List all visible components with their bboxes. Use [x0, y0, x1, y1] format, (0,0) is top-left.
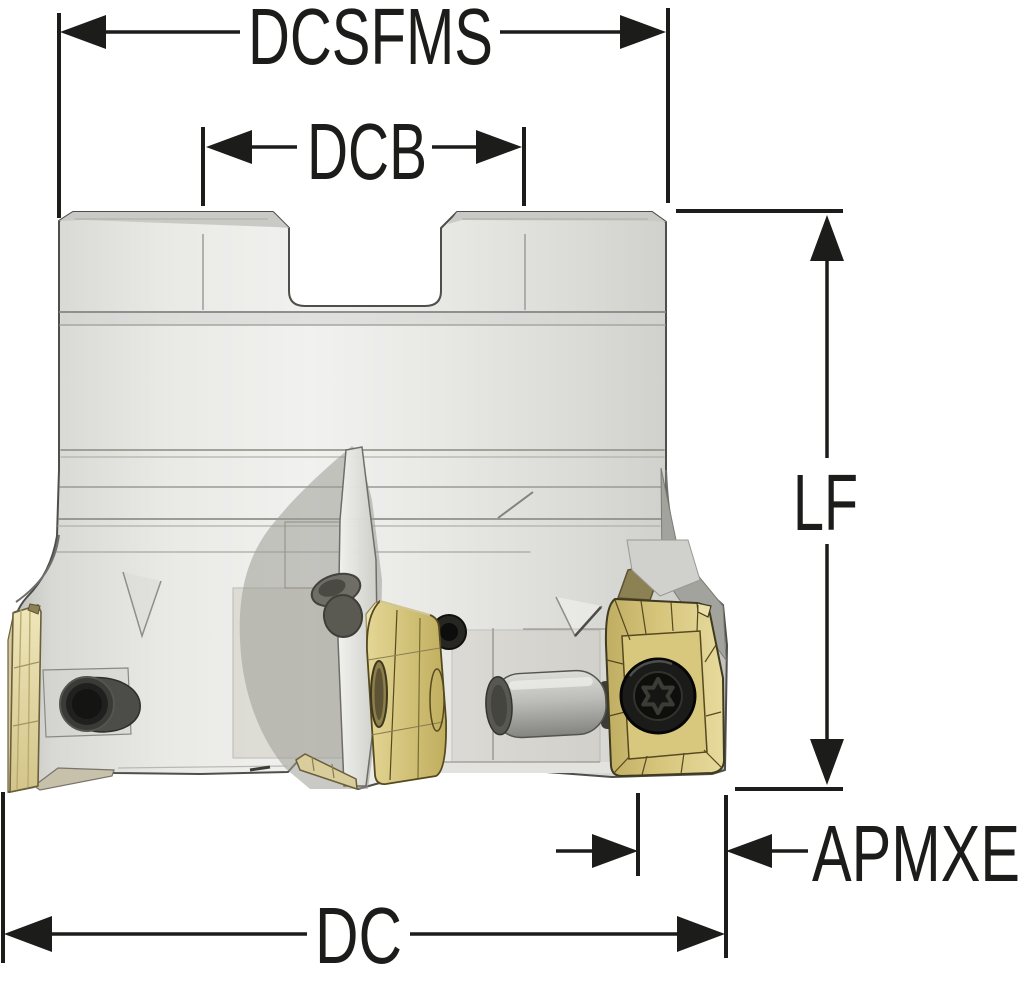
- left-insert: [7, 603, 42, 793]
- left-flare-edge: [15, 534, 60, 603]
- arrowhead-right-icon: [620, 15, 666, 49]
- dc-label: DC: [315, 891, 402, 980]
- dcsfms-label: DCSFMS: [248, 0, 493, 81]
- left-screw: [42, 667, 141, 738]
- dimension-lf: LF: [676, 209, 858, 791]
- arrowhead-left-icon: [4, 916, 52, 952]
- top-rim-right: [448, 212, 666, 224]
- lf-label: LF: [793, 458, 858, 547]
- arrowhead-right-icon: [476, 130, 522, 164]
- top-rim: [59, 212, 289, 228]
- right-insert-facets: [606, 599, 723, 776]
- dimension-dcsfms: DCSFMS: [57, 0, 670, 218]
- apmxe-label: APMXE: [812, 809, 1020, 898]
- bottom-notch-mark: [249, 765, 271, 772]
- torx-star-icon: [641, 677, 675, 715]
- arrowhead-right-icon: [592, 834, 638, 868]
- clamp-screw: [485, 669, 620, 739]
- side-screw: [310, 572, 364, 638]
- dimension-dc: DC: [1, 792, 725, 980]
- arrowhead-left-icon: [206, 130, 252, 164]
- arrowhead-down-icon: [810, 739, 844, 785]
- dimension-dcb: DCB: [201, 107, 526, 206]
- arrowhead-left-icon: [60, 15, 106, 49]
- bottom-left-wedge: [32, 767, 115, 791]
- flute-v-dark-edge: [574, 606, 602, 637]
- arrowhead-right-icon: [677, 916, 725, 952]
- bottom-strip-insert: [295, 753, 358, 791]
- chamfer-diagonal: [497, 491, 534, 519]
- centre-insert: [365, 599, 447, 785]
- right-insert: [604, 597, 726, 778]
- arrowhead-left-icon: [726, 834, 772, 868]
- flute-v-left: [122, 571, 162, 639]
- dimension-apmxe: APMXE: [556, 793, 1020, 958]
- right-body-wedge: [626, 539, 701, 597]
- cutter-body: [8, 211, 728, 793]
- dcb-label: DCB: [307, 107, 427, 196]
- body-bands: [55, 311, 666, 553]
- bottom-inner-line: [117, 765, 289, 769]
- arrowhead-up-icon: [810, 215, 844, 261]
- bottom-chamfer-face: [440, 762, 615, 773]
- torx-screw: [619, 657, 697, 735]
